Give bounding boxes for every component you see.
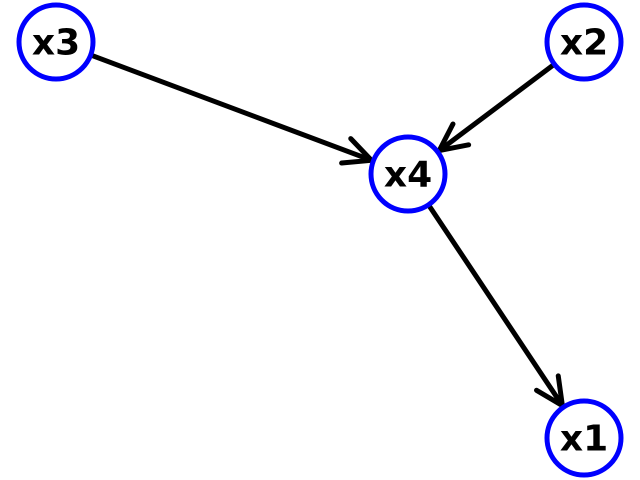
node-x3-label: x3 xyxy=(32,23,80,64)
node-x1-circle xyxy=(544,398,624,478)
arrowhead-icon xyxy=(534,373,565,409)
node-x1-label: x1 xyxy=(560,419,608,460)
edge-line-x4-to-x1 xyxy=(427,203,565,409)
node-x2-circle xyxy=(544,2,624,82)
node-x3-circle xyxy=(16,2,96,82)
node-x4-circle xyxy=(368,134,448,214)
node-x4[interactable]: x4 xyxy=(368,134,448,214)
edge-line-x2-to-x4 xyxy=(436,62,556,154)
node-x2[interactable]: x2 xyxy=(544,2,624,82)
edge-line-x3-to-x4 xyxy=(90,53,374,163)
node-x3[interactable]: x3 xyxy=(16,2,96,82)
node-x4-label: x4 xyxy=(384,155,432,196)
edge-x4-to-x1 xyxy=(427,203,565,409)
edge-x3-to-x4 xyxy=(90,53,374,166)
edges-layer xyxy=(90,53,565,409)
edge-x2-to-x4 xyxy=(436,62,556,154)
nodes-layer: x3 x2 x4 x1 xyxy=(16,2,624,478)
node-x2-label: x2 xyxy=(560,23,608,64)
node-x1[interactable]: x1 xyxy=(544,398,624,478)
